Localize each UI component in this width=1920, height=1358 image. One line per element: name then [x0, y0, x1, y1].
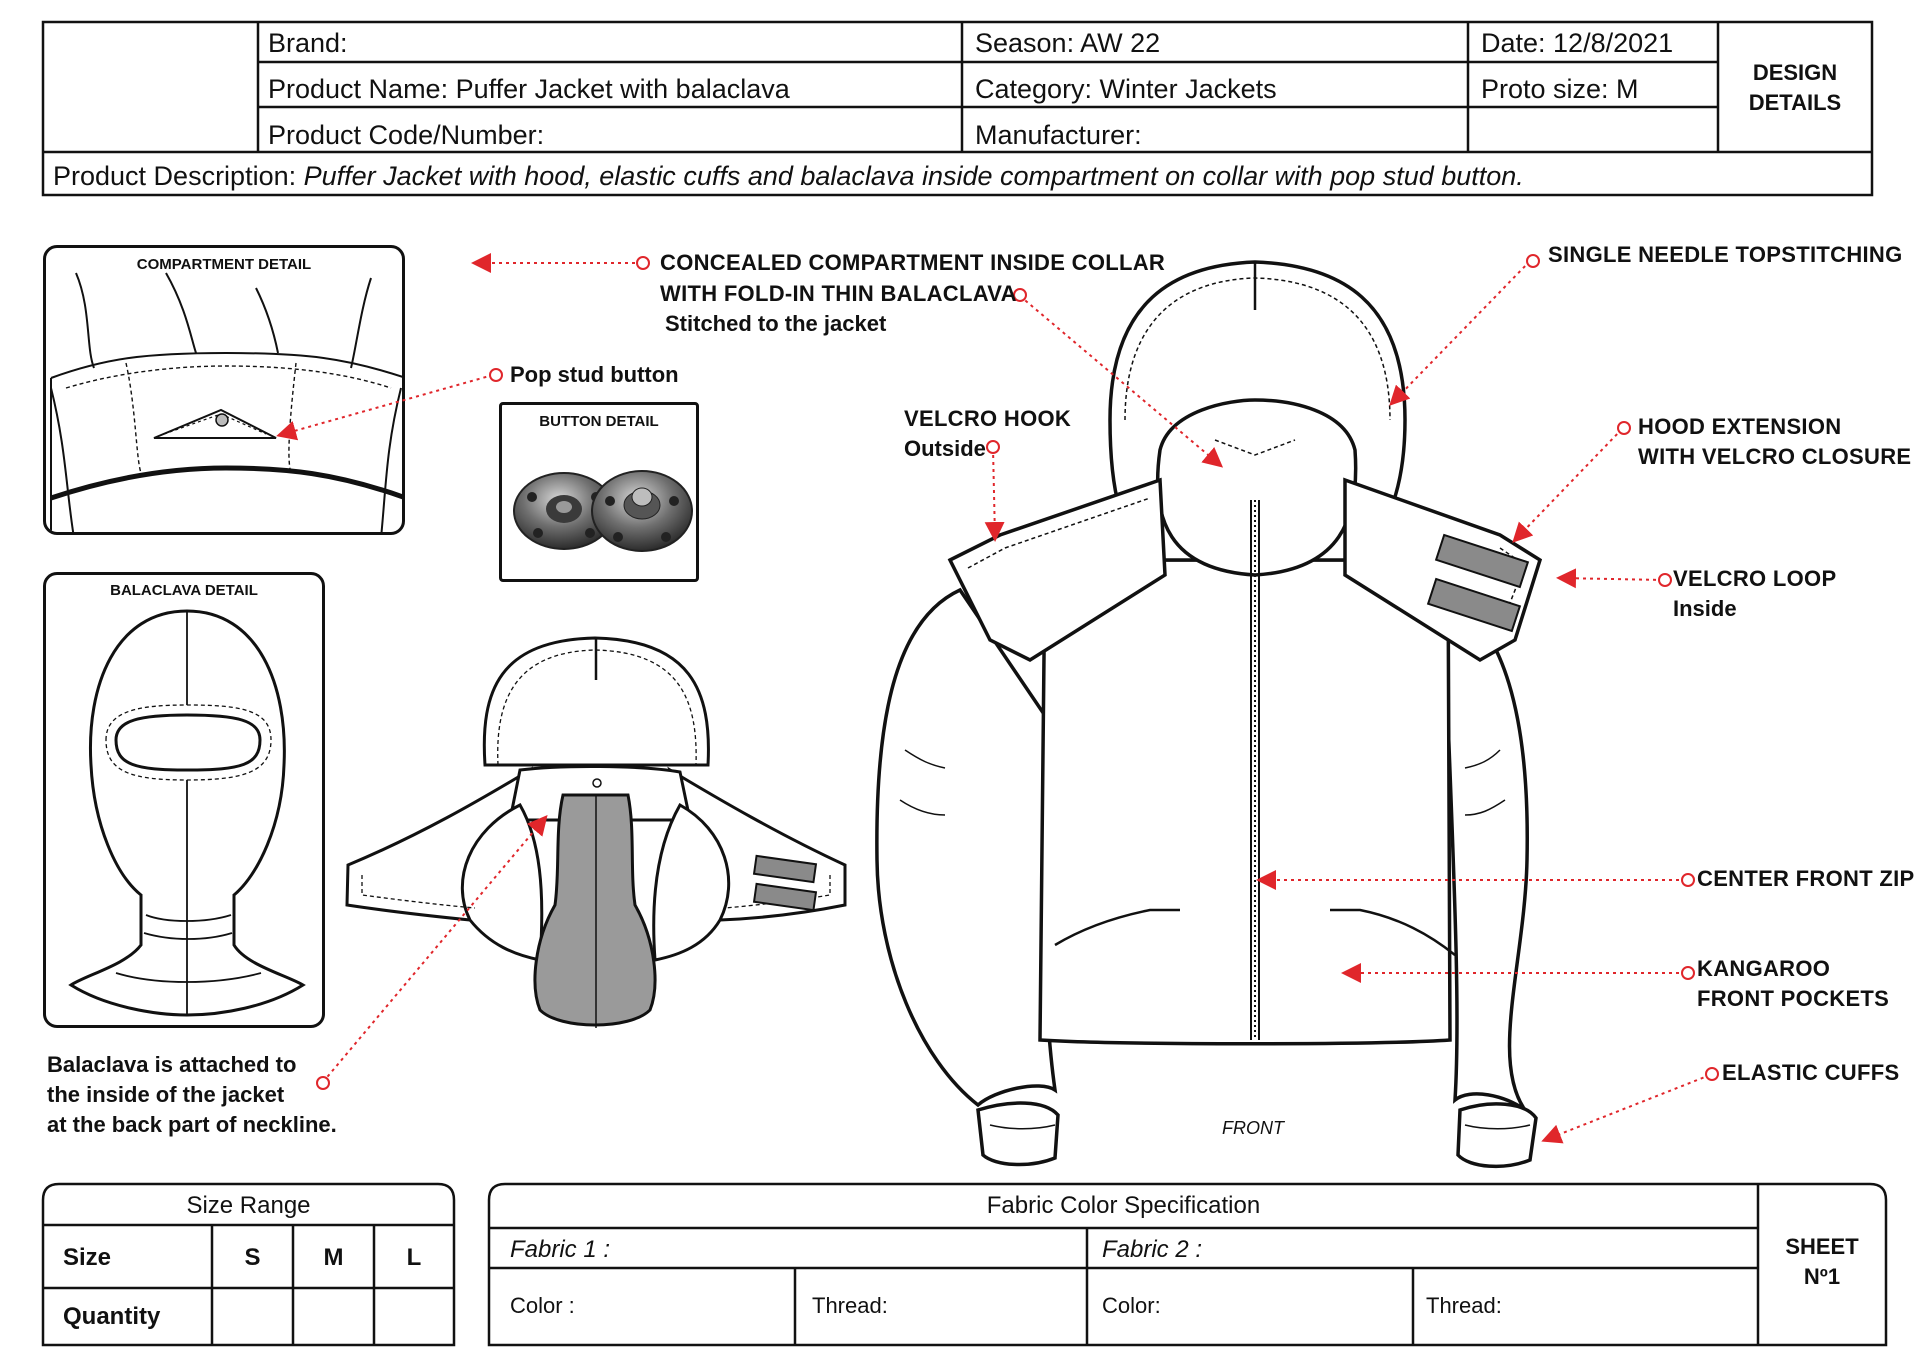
- compartment-detail-panel: [43, 245, 405, 535]
- kangaroo-pocket: [1054, 908, 1456, 956]
- manufacturer: Manufacturer:: [975, 120, 1142, 150]
- annotation-single-needle: SINGLE NEEDLE TOPSTITCHING: [1548, 242, 1903, 267]
- product-name: Product Name: Puffer Jacket with balacla…: [268, 74, 790, 104]
- folded-balaclava: [533, 793, 657, 1027]
- balaclava-note-3: at the back part of neckline.: [47, 1112, 337, 1137]
- velcro-patches-back: [752, 854, 818, 912]
- compartment-sketch: [50, 272, 402, 532]
- balaclava-note-1: Balaclava is attached to: [47, 1052, 297, 1077]
- annotation-hood-ext-2: WITH VELCRO CLOSURE: [1638, 444, 1912, 469]
- season: Season: AW 22: [975, 28, 1161, 58]
- annotation-elastic-cuffs: ELASTIC CUFFS: [1722, 1060, 1900, 1085]
- annotation-concealed-2: WITH FOLD-IN THIN BALACLAVA: [660, 281, 1017, 306]
- annotation-concealed-1: CONCEALED COMPARTMENT INSIDE COLLAR: [660, 250, 1166, 275]
- quantity-label: Quantity: [63, 1303, 161, 1330]
- balaclava-note-2: the inside of the jacket: [47, 1082, 285, 1107]
- button-detail-title: BUTTON DETAIL: [539, 413, 659, 430]
- sheet-number: SHEET Nº1: [1785, 1234, 1859, 1289]
- snap-stud-icon: [591, 470, 693, 552]
- balaclava-detail-panel: [43, 572, 325, 1028]
- snap-button-image: [513, 470, 693, 552]
- annotation-hood-ext-1: HOOD EXTENSION: [1638, 414, 1842, 439]
- button-detail-panel: [499, 402, 699, 582]
- annotation-center-zip: CENTER FRONT ZIP: [1697, 866, 1915, 891]
- front-view-label: FRONT: [1222, 1118, 1284, 1138]
- velcro-loop-patches: [1426, 533, 1530, 633]
- balaclava-sketch: [68, 609, 306, 1017]
- product-code: Product Code/Number:: [268, 120, 545, 150]
- fabric-2-label: Fabric 2 :: [1102, 1236, 1203, 1263]
- design-details-label: DESIGN DETAILS: [1748, 60, 1842, 115]
- size-range-title: Size Range: [186, 1192, 311, 1219]
- fabric-1-label: Fabric 1 :: [510, 1236, 611, 1263]
- center-front-zipper: [1250, 500, 1260, 1040]
- annotation-kangaroo-1: KANGAROO: [1697, 956, 1831, 981]
- size-label: Size: [63, 1244, 112, 1271]
- fabric-1-thread: Thread:: [812, 1293, 888, 1318]
- size-l: L: [406, 1244, 422, 1271]
- fabric-2-thread: Thread:: [1426, 1293, 1502, 1318]
- fabric-2-color: Color:: [1102, 1293, 1161, 1318]
- annotation-velcro-hook-1: VELCRO HOOK: [904, 406, 1072, 431]
- annotation-concealed-3: Stitched to the jacket: [665, 311, 887, 336]
- annotation-pop-stud: Pop stud button: [510, 362, 679, 387]
- fabric-1-color: Color :: [510, 1293, 575, 1318]
- brand-label: Brand:: [268, 28, 348, 58]
- date: Date: 12/8/2021: [1481, 28, 1674, 58]
- balaclava-detail-title: BALACLAVA DETAIL: [110, 582, 258, 599]
- annotation-velcro-hook-2: Outside: [904, 436, 986, 461]
- category: Category: Winter Jackets: [975, 74, 1277, 104]
- proto-size: Proto size: M: [1481, 74, 1639, 104]
- snap-socket-icon: [513, 472, 615, 550]
- annotation-velcro-loop-2: Inside: [1673, 596, 1737, 621]
- compartment-detail-title: COMPARTMENT DETAIL: [136, 256, 312, 273]
- size-m: M: [323, 1244, 344, 1271]
- annotation-velcro-loop-1: VELCRO LOOP: [1673, 566, 1837, 591]
- fabric-spec-title: Fabric Color Specification: [986, 1192, 1261, 1219]
- size-s: S: [244, 1244, 261, 1271]
- annotation-kangaroo-2: FRONT POCKETS: [1697, 986, 1890, 1011]
- product-description: Product Description: Puffer Jacket with …: [53, 161, 1524, 191]
